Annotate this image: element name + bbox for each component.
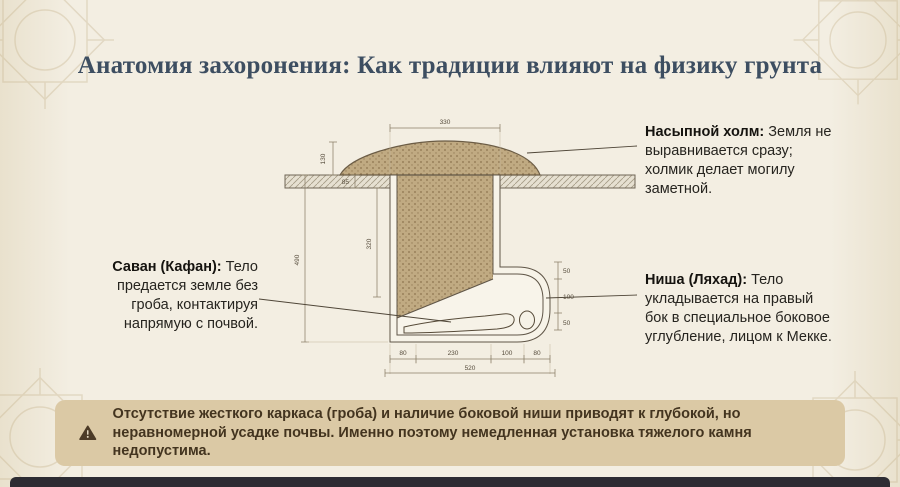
annotation-niche-text: Тело укладывается на правый бок в специа… <box>645 272 832 345</box>
dim-label-bottom-total: 520 <box>465 365 476 372</box>
burial-mound <box>338 140 541 176</box>
dim-label-bottom-seg1: 80 <box>399 350 407 357</box>
dim-label-topsoil: 85 <box>342 179 350 186</box>
dimension-lines <box>301 124 562 377</box>
niche-cover-slab-line <box>396 278 494 319</box>
dim-label-bottom-seg3: 100 <box>502 350 513 357</box>
warning-text: Отсутствие жесткого каркаса (гроба) и на… <box>112 405 752 460</box>
corner-ornament-top-right-icon <box>793 0 900 105</box>
ground-surface-left <box>284 174 391 189</box>
annotation-shroud: Саван (Кафан): Тело предается земле без … <box>98 258 258 333</box>
dim-label-bottom-seg2: 230 <box>448 350 459 357</box>
leader-line-shroud <box>258 298 452 323</box>
body-torso <box>403 313 515 334</box>
annotation-mound-label: Насыпной холм: <box>645 124 765 140</box>
footer-bar <box>10 477 890 487</box>
annotation-niche-label: Ниша (Ляхад): <box>645 272 748 288</box>
dim-label-total-depth: 490 <box>294 254 301 265</box>
dim-label-mound-height: 130 <box>320 153 327 164</box>
warning-triangle-icon <box>79 425 97 440</box>
page-title: Анатомия захоронения: Как традиции влияю… <box>77 52 823 79</box>
annotation-mound: Насыпной холм: Земля не выравнивается ср… <box>645 123 841 198</box>
ground-surface-right <box>499 174 636 189</box>
corner-ornament-top-left-icon <box>0 0 114 109</box>
warning-banner: Отсутствие жесткого каркаса (гроба) и на… <box>55 400 845 466</box>
dim-label-niche-below: 50 <box>563 320 571 327</box>
dim-label-niche-above: 50 <box>563 268 571 275</box>
leader-line-niche <box>545 294 638 299</box>
grave-walls <box>389 174 551 343</box>
body-silhouette <box>403 310 535 334</box>
annotation-mound-text: Земля не выравнивается сразу; холмик дел… <box>645 124 832 197</box>
leader-lines <box>258 145 638 323</box>
leader-line-mound <box>526 145 638 154</box>
body-head <box>519 310 535 330</box>
dim-label-shaft-depth: 320 <box>366 238 373 249</box>
annotation-shroud-text: Тело предается земле без гроба, контакти… <box>117 259 258 332</box>
annotation-niche: Ниша (Ляхад): Тело укладывается на правы… <box>645 271 837 346</box>
dim-label-bottom-seg4: 80 <box>533 350 541 357</box>
dim-label-top-width: 330 <box>440 119 451 126</box>
annotation-shroud-label: Саван (Кафан): <box>112 259 222 275</box>
grave-cross-section-diagram: 330 130 85 490 320 50 100 50 80 230 100 … <box>258 119 638 377</box>
